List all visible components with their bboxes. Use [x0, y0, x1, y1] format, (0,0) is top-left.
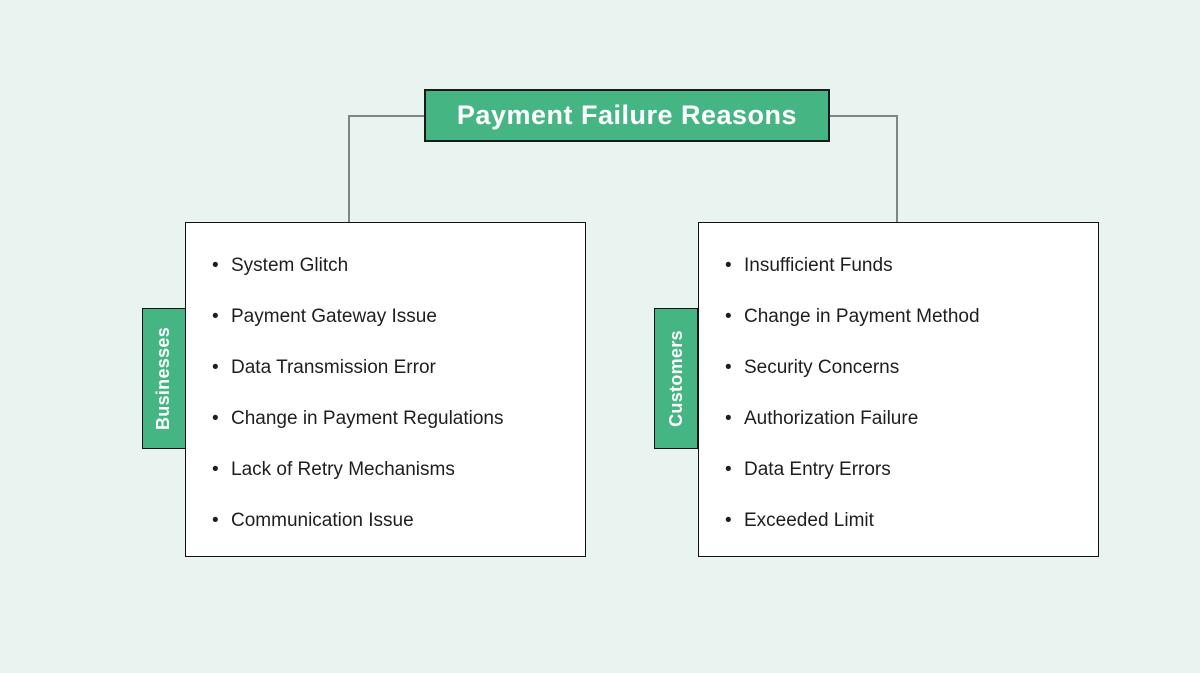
group-tab-customers: Customers	[654, 308, 698, 449]
list-item: Payment Gateway Issue	[212, 291, 575, 342]
connector-right-horizontal	[830, 115, 898, 117]
group-box-businesses: System GlitchPayment Gateway IssueData T…	[185, 222, 586, 557]
list-item: Data Entry Errors	[725, 444, 1088, 495]
group-tab-label: Customers	[665, 330, 686, 427]
page-title: Payment Failure Reasons	[456, 100, 798, 130]
reason-list-businesses: System GlitchPayment Gateway IssueData T…	[186, 223, 585, 546]
list-item: Change in Payment Method	[725, 291, 1088, 342]
list-item: Change in Payment Regulations	[212, 393, 575, 444]
connector-right-vertical	[896, 115, 898, 222]
connector-left-horizontal	[348, 115, 424, 117]
list-item: Insufficient Funds	[725, 240, 1088, 291]
list-item: Authorization Failure	[725, 393, 1088, 444]
group-tab-label: Businesses	[153, 326, 174, 431]
group-tab-businesses: Businesses	[142, 308, 186, 449]
list-item: System Glitch	[212, 240, 575, 291]
reason-list-customers: Insufficient FundsChange in Payment Meth…	[699, 223, 1098, 546]
list-item: Data Transmission Error	[212, 342, 575, 393]
title-node: Payment Failure Reasons	[424, 89, 830, 142]
list-item: Lack of Retry Mechanisms	[212, 444, 575, 495]
list-item: Exceeded Limit	[725, 495, 1088, 546]
list-item: Communication Issue	[212, 495, 575, 546]
group-box-customers: Insufficient FundsChange in Payment Meth…	[698, 222, 1099, 557]
connector-left-vertical	[348, 115, 350, 222]
list-item: Security Concerns	[725, 342, 1088, 393]
